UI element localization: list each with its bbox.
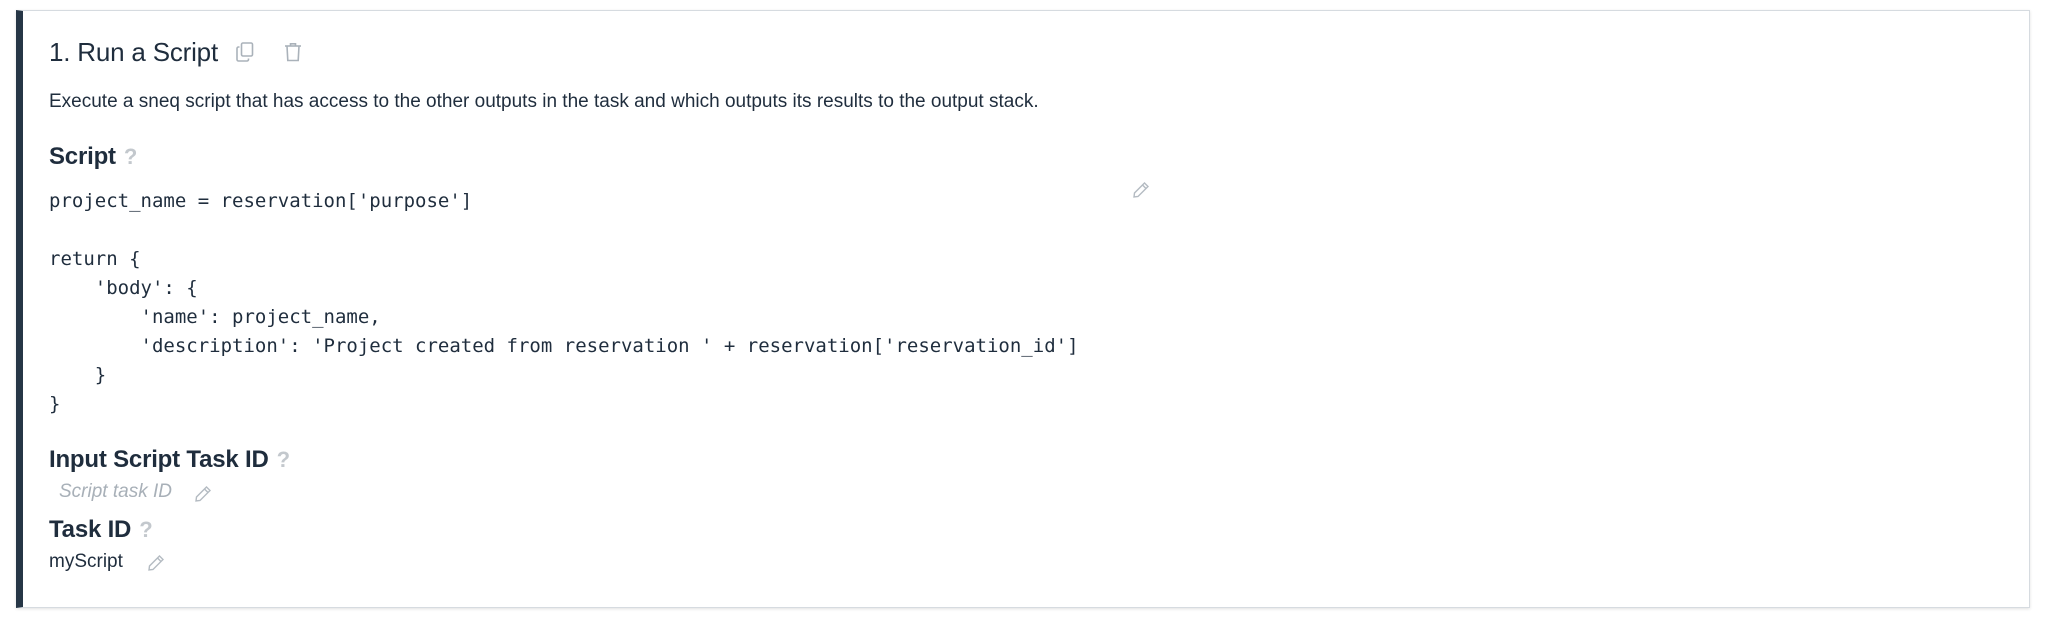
step-description: Execute a sneq script that has access to… [49,91,1039,112]
run-script-step-card: 1. Run a Script Execute a sneq script th… [16,10,2030,608]
pencil-icon[interactable] [1130,179,1152,201]
pencil-icon[interactable] [192,483,214,505]
input-script-task-id-field[interactable]: Script task ID [59,481,172,502]
pencil-icon[interactable] [145,552,167,574]
step-header: 1. Run a Script [49,37,306,67]
copy-icon[interactable] [232,39,258,65]
task-id-label-text: Task ID [49,516,132,543]
script-label: Script ? [49,143,137,171]
script-label-text: Script [49,143,116,170]
task-id-value[interactable]: myScript [49,551,123,572]
step-title: 1. Run a Script [49,36,218,67]
trash-icon[interactable] [280,39,306,65]
input-script-task-id-label: Input Script Task ID ? [49,446,290,474]
task-id-label: Task ID ? [49,516,153,544]
input-script-task-id-label-text: Input Script Task ID [49,446,269,473]
question-mark-icon[interactable]: ? [276,447,290,472]
question-mark-icon[interactable]: ? [123,144,138,169]
script-code-block[interactable]: project_name = reservation['purpose'] re… [49,190,1079,415]
question-mark-icon[interactable]: ? [139,517,153,542]
